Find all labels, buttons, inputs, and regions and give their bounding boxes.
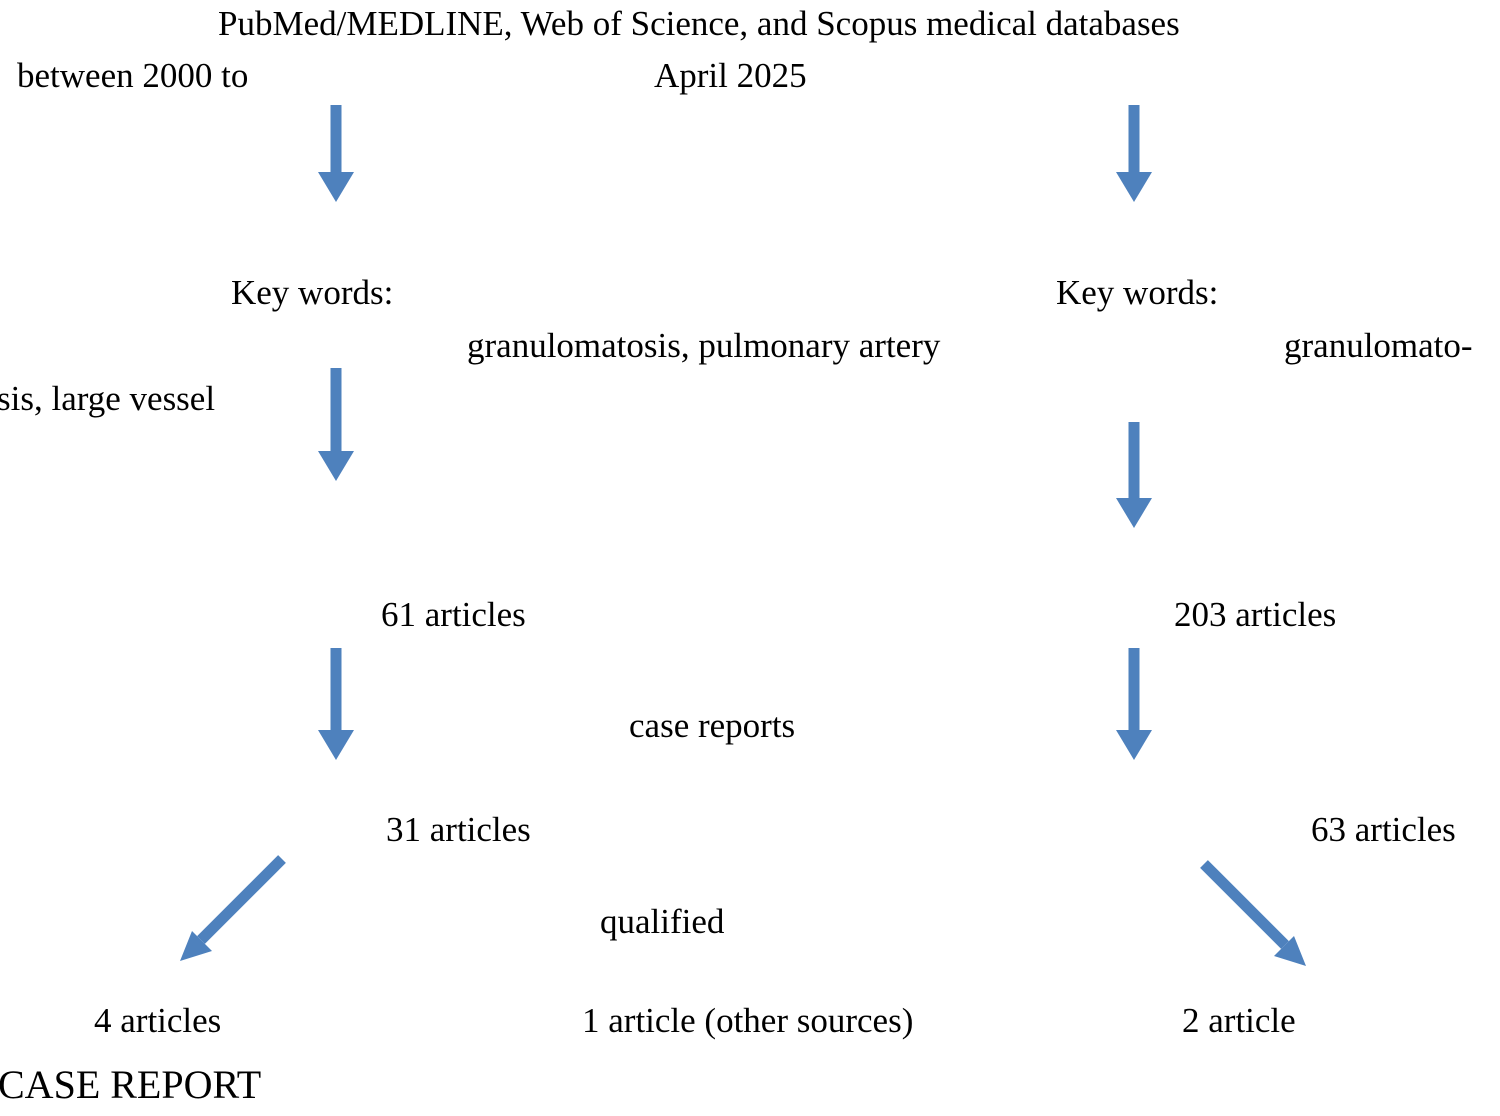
date-range-end-label: April 2025 xyxy=(654,56,807,95)
arrow-diagonal-down-left xyxy=(180,855,286,961)
filter-label-case-reports: case reports xyxy=(629,706,796,745)
final-count-article-2: 2 article xyxy=(1182,1001,1296,1040)
key-words-heading-left: Key words: xyxy=(231,273,394,312)
date-range-start-label: between 2000 to xyxy=(17,56,249,95)
filter-label-qualified: qualified xyxy=(600,902,725,941)
count-articles-31: 31 articles xyxy=(386,810,531,849)
final-count-article-1-other-sources: 1 article (other sources) xyxy=(582,1001,914,1040)
key-words-heading-right: Key words: xyxy=(1056,273,1219,312)
source-databases-title: PubMed/MEDLINE, Web of Science, and Scop… xyxy=(218,4,1180,43)
arrow-down-left-1 xyxy=(318,105,354,202)
key-words-terms-right-part1: granulomato- xyxy=(1284,326,1473,365)
arrow-down-right-2 xyxy=(1116,422,1152,528)
count-articles-63: 63 articles xyxy=(1311,810,1456,849)
case-report-label: CASE REPORT xyxy=(0,1062,262,1107)
arrow-diagonal-down-right xyxy=(1200,860,1306,966)
key-words-terms-right-part2: sis, large vessel xyxy=(0,379,216,418)
count-articles-203: 203 articles xyxy=(1174,595,1337,634)
final-count-articles-4: 4 articles xyxy=(94,1001,222,1040)
arrow-down-right-1 xyxy=(1116,105,1152,202)
count-articles-61: 61 articles xyxy=(381,595,526,634)
key-words-terms-left: granulomatosis, pulmonary artery xyxy=(467,326,941,365)
arrow-down-left-2 xyxy=(318,368,354,481)
arrow-down-right-3 xyxy=(1116,648,1152,760)
arrow-down-left-3 xyxy=(318,648,354,760)
